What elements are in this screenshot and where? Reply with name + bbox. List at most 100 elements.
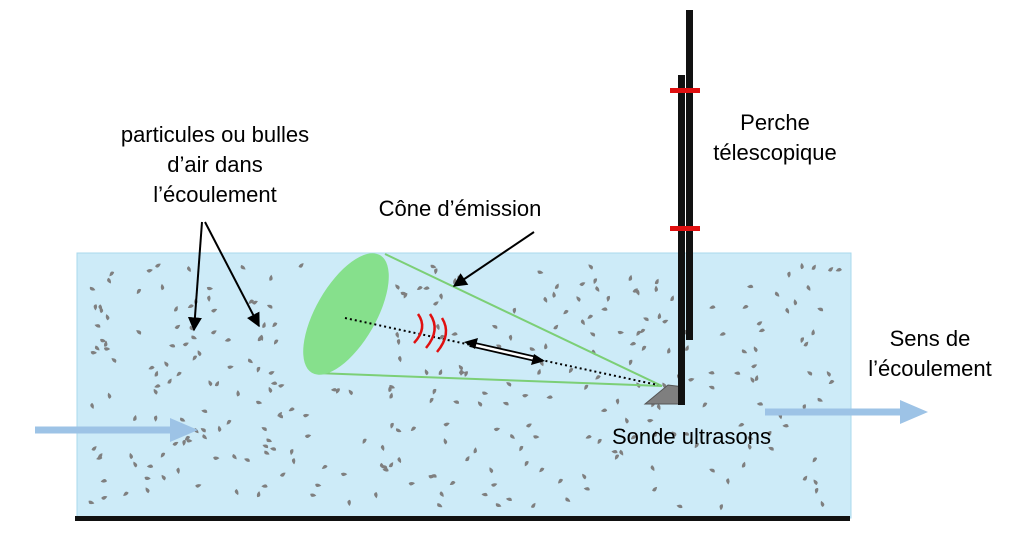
particle (256, 491, 261, 498)
particle (719, 504, 723, 511)
particle (753, 346, 758, 353)
particle (256, 366, 261, 373)
particle (813, 479, 818, 486)
particle (379, 462, 384, 469)
particle (806, 285, 811, 291)
particle (630, 435, 637, 440)
particle (817, 307, 824, 312)
particle (389, 392, 393, 399)
particle (107, 277, 112, 284)
outflow-arrow (765, 400, 928, 424)
particle (153, 415, 158, 422)
particle (227, 365, 234, 369)
particle (443, 422, 450, 427)
particle (213, 456, 220, 460)
ultrasound-waves (413, 313, 448, 353)
cone-label: Cône d’émission (378, 196, 542, 221)
particle (768, 446, 774, 451)
particle (747, 436, 754, 440)
particle (544, 343, 548, 350)
particle (508, 334, 513, 342)
particle (206, 286, 214, 291)
particle (174, 305, 178, 312)
particle (702, 402, 708, 408)
particle (685, 345, 689, 351)
particle (653, 430, 657, 437)
particle (202, 434, 207, 440)
particle (145, 487, 150, 494)
particle (288, 407, 295, 412)
particle (180, 417, 186, 422)
particle (595, 375, 601, 380)
particle (172, 441, 179, 446)
particle (473, 447, 477, 454)
particle (709, 468, 715, 473)
particle (424, 369, 429, 376)
particle (167, 378, 172, 384)
particle (807, 371, 813, 376)
flow-direction-line-1: Sens de (889, 326, 971, 351)
flow-direction-label: Sens de l’écoulement (850, 324, 1010, 384)
particle (208, 380, 213, 387)
particle (186, 266, 191, 273)
particle (105, 314, 110, 321)
particle (524, 461, 529, 467)
particle (489, 467, 494, 474)
particle (439, 491, 444, 497)
particle (268, 386, 273, 393)
particle (161, 474, 166, 481)
particle (670, 295, 674, 302)
particle (636, 330, 641, 336)
particle (477, 401, 483, 407)
particle (432, 388, 437, 395)
particle (708, 371, 715, 375)
particle (537, 270, 544, 275)
particle (136, 288, 142, 295)
particle (380, 444, 385, 452)
particle (195, 484, 202, 488)
particle (232, 453, 237, 460)
particle (628, 359, 633, 366)
water-flow-area (76, 252, 852, 519)
particle (443, 438, 448, 445)
particle (451, 332, 458, 336)
particle (505, 497, 512, 502)
cone-base-ellipse (303, 253, 389, 375)
particle (210, 330, 217, 335)
particle (388, 462, 394, 468)
particle (756, 321, 763, 326)
particle (207, 295, 211, 302)
particle (234, 489, 239, 496)
particle (94, 345, 100, 351)
particle (750, 377, 755, 383)
particle (726, 478, 730, 485)
particle (820, 500, 825, 507)
particle (430, 474, 437, 478)
particle (708, 385, 715, 390)
particle (558, 478, 564, 484)
particle (429, 397, 434, 404)
particle (186, 439, 193, 443)
particle (89, 286, 96, 291)
particle (123, 491, 129, 496)
particle (374, 492, 378, 499)
particle (754, 375, 759, 381)
particle (160, 452, 166, 458)
particle (153, 388, 158, 395)
particle (251, 300, 258, 305)
pole-label-line-1: Perche (740, 110, 810, 135)
particle (565, 497, 571, 502)
channel-bottom (75, 516, 850, 521)
particle (589, 332, 596, 337)
particle (785, 307, 790, 314)
particle (164, 361, 169, 367)
particle (382, 468, 389, 472)
probe-label: Sonde ultrasons (612, 424, 771, 449)
particle (315, 483, 322, 488)
particle (682, 432, 690, 436)
particle (734, 371, 741, 375)
particle (174, 324, 181, 330)
particle (272, 322, 278, 328)
particle (90, 351, 97, 355)
particle (635, 289, 640, 296)
